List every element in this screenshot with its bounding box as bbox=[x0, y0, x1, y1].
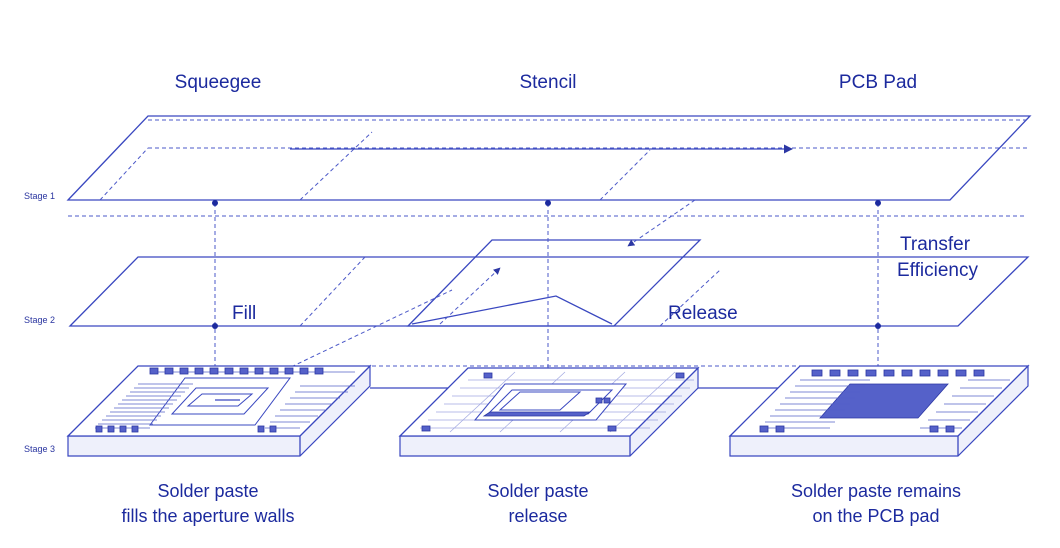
left-pcb-board bbox=[66, 364, 372, 457]
annotation-transfer: Transfer bbox=[900, 234, 971, 255]
caption-right-line1: Solder paste remains bbox=[791, 481, 961, 501]
caption-center-line2: release bbox=[508, 506, 567, 526]
stage2-plane bbox=[68, 199, 1030, 327]
column-title-stencil: Stencil bbox=[519, 72, 576, 93]
stage-label-1: Stage 1 bbox=[24, 191, 55, 201]
stencil-drop-arrow bbox=[627, 199, 696, 247]
annotation-fill: Fill bbox=[232, 303, 256, 324]
caption-center-line1: Solder paste bbox=[487, 481, 588, 501]
column-title-squeegee: Squeegee bbox=[175, 72, 262, 93]
caption-right-line2: on the PCB pad bbox=[812, 506, 939, 526]
stencil-release-flap bbox=[406, 239, 702, 327]
release-lift-arrow bbox=[439, 267, 501, 325]
stage-label-3: Stage 3 bbox=[24, 444, 55, 454]
column-title-pcb-pad: PCB Pad bbox=[839, 72, 917, 93]
stage1-plane bbox=[66, 115, 1032, 201]
caption-left-line1: Solder paste bbox=[157, 481, 258, 501]
caption-left-line2: fills the aperture walls bbox=[121, 506, 294, 526]
center-pcb-board bbox=[398, 366, 700, 457]
right-pcb-board bbox=[728, 364, 1030, 457]
annotation-efficiency: Efficiency bbox=[897, 260, 978, 281]
annotation-release: Release bbox=[668, 303, 738, 324]
stage-label-2: Stage 2 bbox=[24, 315, 55, 325]
